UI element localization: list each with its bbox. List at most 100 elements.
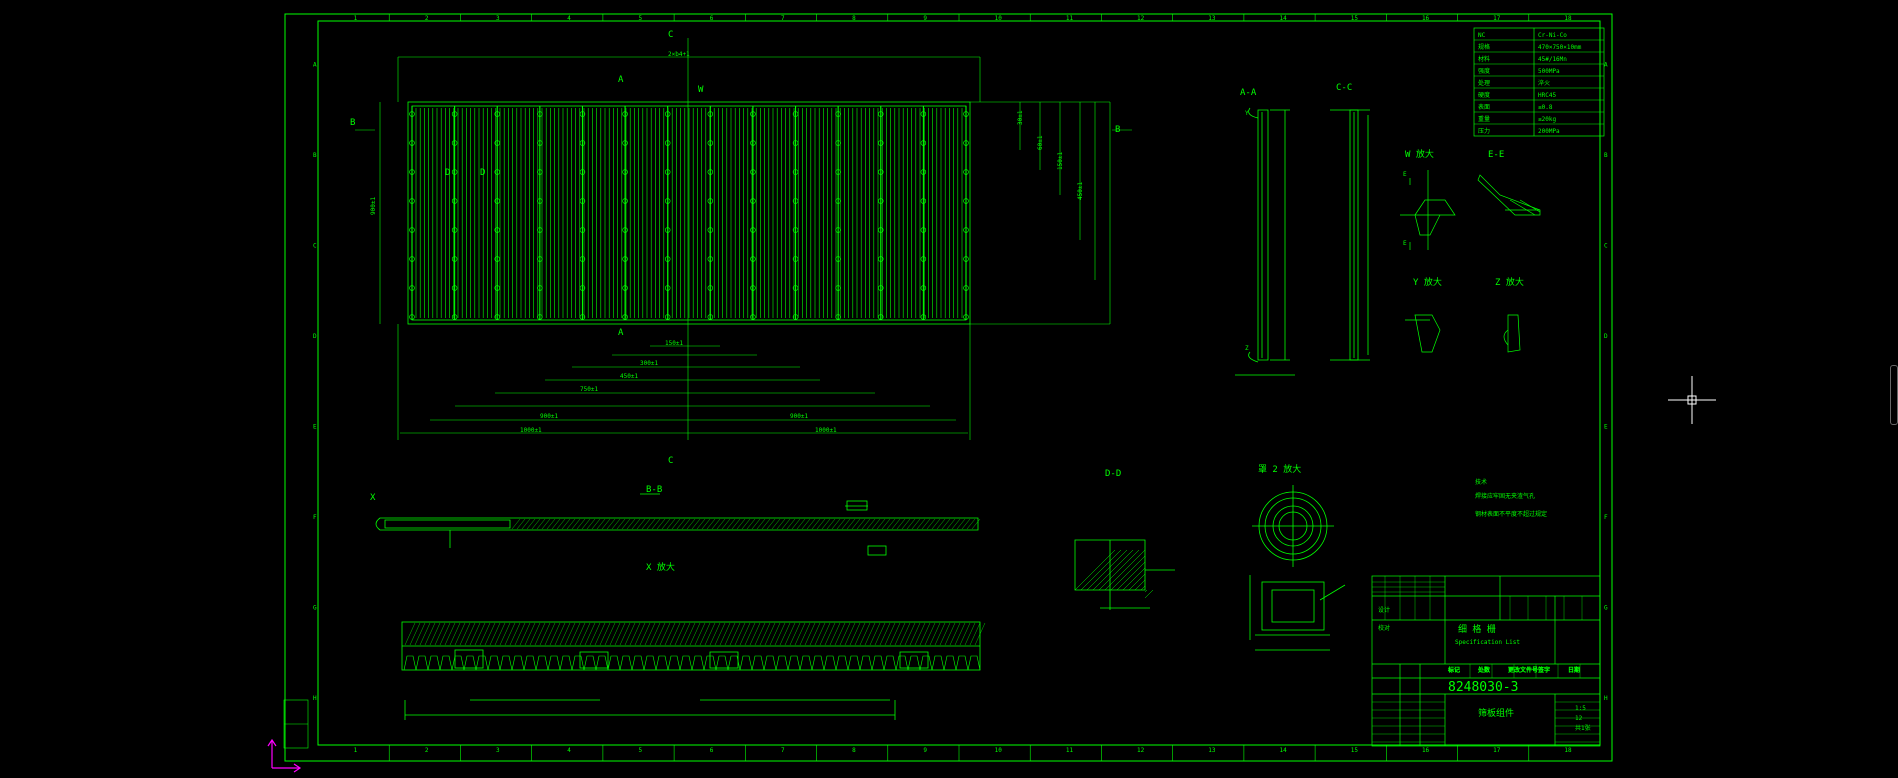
border-col-16-top: 16 <box>1422 15 1430 22</box>
aa-label-z: Z <box>1245 345 1249 352</box>
title-block-grid: 标记处数更改文件号签字日期 <box>1372 576 1600 743</box>
title-block <box>1371 575 1601 747</box>
section-cc-view <box>1330 109 1370 361</box>
detail-ee-title: E-E <box>1488 150 1504 160</box>
dim-bottom-total-right: 1000±1 <box>815 427 837 434</box>
border-col-17-top: 17 <box>1493 15 1501 22</box>
section-bb-hatch <box>511 518 981 530</box>
border-col-1-top: 1 <box>354 15 358 22</box>
border-col-1-bottom: 1 <box>354 747 358 754</box>
border-col-9-top: 9 <box>923 15 927 22</box>
border-col-15-top: 15 <box>1351 15 1359 22</box>
border-col-5-bottom: 5 <box>639 747 643 754</box>
border-col-3-top: 3 <box>496 15 500 22</box>
tech-notes-line-2: 钢材表面不平度不超过规定 <box>1475 510 1547 518</box>
aa-label-y: Y <box>1245 110 1249 117</box>
border-row-D-left: D <box>313 333 317 340</box>
border-row-F-right: F <box>1604 514 1608 521</box>
section-b-label-right: B <box>1115 125 1120 135</box>
view-w-marker: W <box>698 85 704 95</box>
border-col-4-top: 4 <box>567 15 571 22</box>
title-block-checker: 校对 <box>1378 624 1390 632</box>
border-col-13-top: 13 <box>1208 15 1216 22</box>
section-dd-title: D-D <box>1105 469 1121 479</box>
parameter-table <box>1473 27 1605 137</box>
border-col-11-top: 11 <box>1066 15 1074 22</box>
plate-bolt-holes <box>409 106 969 320</box>
view-d-marker-2: D <box>480 168 485 178</box>
border-col-17-bottom: 17 <box>1493 747 1501 754</box>
border-col-10-top: 10 <box>995 15 1003 22</box>
section-a-label-top: A <box>618 75 624 85</box>
w-label-e2: E <box>1403 240 1407 247</box>
section-dd-view <box>1074 539 1175 610</box>
section-bb-title: B-B <box>646 485 662 495</box>
detail-x-hatch <box>404 622 986 646</box>
detail-x-title: X 放大 <box>646 561 675 573</box>
title-block-designer: 设计 <box>1378 606 1390 614</box>
border-row-B-left: B <box>313 152 317 159</box>
border-col-14-bottom: 14 <box>1280 747 1288 754</box>
bottom-left-stamp <box>283 699 309 749</box>
title-block-scale: 1:5 <box>1575 705 1586 712</box>
border-col-12-bottom: 12 <box>1137 747 1145 754</box>
vertical-scrollbar[interactable] <box>1890 365 1898 425</box>
title-block-rev-header-3: 签字 <box>1538 666 1550 674</box>
detail-w-view <box>1400 170 1456 250</box>
border-row-E-left: E <box>313 423 317 430</box>
param-row-1-value: 470×750×10mm <box>1538 44 1582 51</box>
border-row-G-right: G <box>1604 604 1608 611</box>
dim-bottom-300: 300±1 <box>640 360 658 367</box>
border-col-2-bottom: 2 <box>425 747 429 754</box>
border-col-13-bottom: 13 <box>1208 747 1216 754</box>
border-row-A-right: A <box>1604 61 1608 68</box>
border-col-16-bottom: 16 <box>1422 747 1430 754</box>
param-row-2-value: 45#/16Mn <box>1538 56 1567 63</box>
title-block-weight: 12 <box>1575 715 1583 722</box>
param-row-3-key: 强度 <box>1478 67 1490 75</box>
dim-bottom-total-left: 1000±1 <box>520 427 542 434</box>
section-aa-title: A-A <box>1240 88 1257 98</box>
dim-right-4: 450±1 <box>1077 182 1084 200</box>
dim-height-main: 900±1 <box>370 197 377 215</box>
detail-ring-title: 罩 2 放大 <box>1258 463 1301 475</box>
dim-right-3: 150±1 <box>1057 152 1064 170</box>
title-block-rev-header-0: 标记 <box>1448 666 1460 674</box>
dim-bottom-150: 150±1 <box>665 340 683 347</box>
border-row-G-left: G <box>313 604 317 611</box>
border-row-H-left: H <box>313 695 317 702</box>
param-row-0-key: NC <box>1478 32 1486 39</box>
dim-bottom-900-right: 900±1 <box>790 413 808 420</box>
detail-z-view <box>1503 314 1521 353</box>
dim-overall-width: 2×b4+1 <box>668 51 690 58</box>
border-col-18-top: 18 <box>1564 15 1572 22</box>
title-block-rev-header-4: 日期 <box>1568 666 1580 674</box>
border-row-B-right: B <box>1604 152 1608 159</box>
dim-right-2: 60±1 <box>1037 135 1044 150</box>
param-row-0-value: Cr-Ni-Co <box>1538 32 1567 39</box>
title-block-part-name: 筛板组件 <box>1478 707 1514 719</box>
border-col-7-top: 7 <box>781 15 785 22</box>
param-row-5-key: 硬度 <box>1478 91 1490 99</box>
param-row-4-value: 淬火 <box>1538 79 1550 87</box>
detail-ee-view <box>1477 174 1541 216</box>
section-c-label-top: C <box>668 30 673 40</box>
detail-z-title: Z 放大 <box>1495 276 1524 288</box>
plate-slot-pattern <box>415 108 963 318</box>
crosshair-cursor-icon <box>1668 376 1716 424</box>
border-col-15-bottom: 15 <box>1351 747 1359 754</box>
section-cc-title: C-C <box>1336 83 1352 93</box>
detail-y-view <box>1405 314 1441 353</box>
detail-w-title: W 放大 <box>1405 148 1434 160</box>
tech-notes-line-1: 焊接应牢固无夹渣气孔 <box>1475 492 1535 500</box>
border-col-10-bottom: 10 <box>995 747 1003 754</box>
detail-x-teeth <box>403 655 981 671</box>
drawing-border-frame <box>284 13 1613 762</box>
border-col-7-bottom: 7 <box>781 747 785 754</box>
border-col-3-bottom: 3 <box>496 747 500 754</box>
detail-x-view <box>401 621 981 720</box>
